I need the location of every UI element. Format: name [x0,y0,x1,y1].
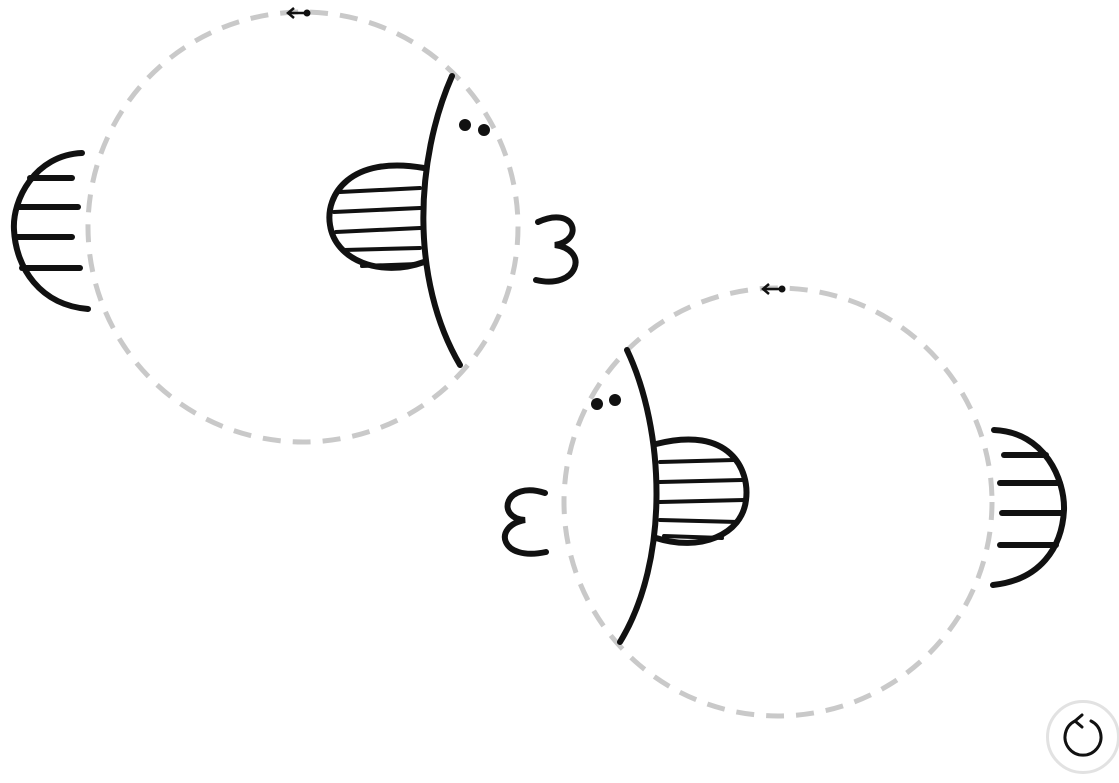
fish-body-line [423,76,460,365]
fish-tail [993,430,1064,585]
fish-eyes [591,394,621,410]
reset-icon [1057,711,1109,763]
rotate-handle-icon[interactable] [288,8,311,18]
fish-eyes [459,119,490,136]
rotate-handle-icon[interactable] [763,284,786,294]
fish-tail [14,153,88,309]
fish-piece-right[interactable] [505,284,1064,716]
fish-body-line [620,350,657,642]
fish-side-fin [656,439,746,542]
fish-side-fin [329,165,424,267]
fish-piece-left[interactable] [14,8,576,442]
fish-lips [536,217,576,281]
reset-button[interactable] [1046,700,1119,774]
fish-lips [505,490,546,553]
